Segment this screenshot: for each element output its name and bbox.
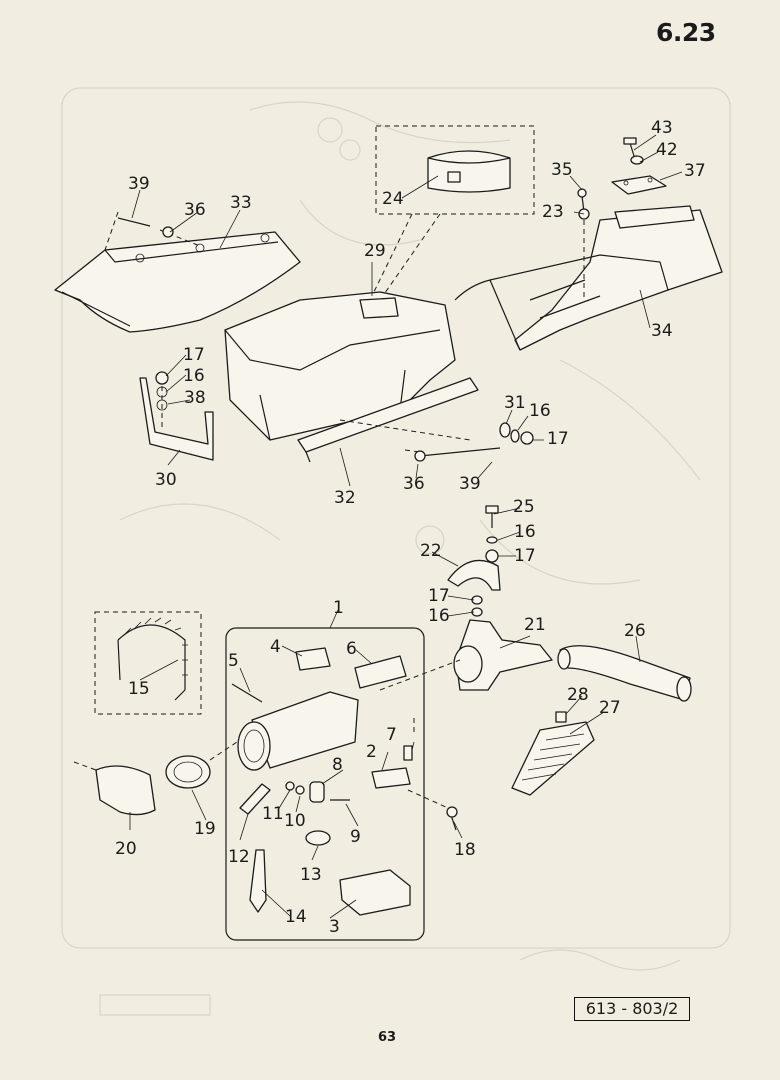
callout-23: 23 [542,202,564,222]
callout-4: 4 [270,637,281,657]
callout-35: 35 [551,160,573,180]
callout-14: 14 [285,907,307,927]
callout-39-top: 39 [128,174,150,194]
callout-labels: 1 2 3 4 5 6 7 8 9 10 11 12 13 14 15 16 1… [115,118,706,937]
callout-25: 25 [513,497,535,517]
callout-31: 31 [504,393,526,413]
callout-3: 3 [329,917,340,937]
callout-43: 43 [651,118,673,138]
callout-19: 19 [194,819,216,839]
centre-console-29 [224,291,456,441]
callout-42: 42 [656,140,678,160]
callout-13: 13 [300,865,322,885]
callout-27: 27 [599,698,621,718]
callout-29: 29 [364,241,386,261]
callout-32: 32 [334,488,356,508]
callout-20: 20 [115,839,137,859]
callout-9: 9 [350,827,361,847]
spring-15-box [94,611,202,715]
inlet-19-20 [73,739,241,816]
reference-code-box: 613 - 803/2 [574,997,690,1021]
section-number: 6.23 [656,18,716,47]
bleed-through-background [61,87,731,1016]
callout-18: 18 [454,840,476,860]
callout-15: 15 [128,679,150,699]
callout-16-bracket: 16 [183,366,205,386]
tunnel-console-34 [454,205,723,351]
callout-16-clamp: 16 [514,522,536,542]
callout-17-duct: 17 [428,586,450,606]
callout-8: 8 [332,755,343,775]
callout-28: 28 [567,685,589,705]
callout-17-clamp: 17 [514,546,536,566]
callout-39-bottom: 39 [459,474,481,494]
callout-11: 11 [262,804,284,824]
bracket-30 [139,371,214,461]
fasteners-31-16-17 [414,422,534,462]
callout-26: 26 [624,621,646,641]
callout-6: 6 [346,639,357,659]
callout-22: 22 [420,541,442,561]
callout-1: 1 [333,598,344,618]
callout-36-bottom: 36 [403,474,425,494]
callout-16-duct: 16 [428,606,450,626]
callout-21: 21 [524,615,546,635]
grille-27 [511,711,595,796]
callout-33: 33 [230,193,252,213]
callout-2: 2 [366,742,377,762]
clamp-22 [447,505,501,617]
callout-17-bracket: 17 [183,345,205,365]
callout-17-right: 17 [547,429,569,449]
fasteners-35-23-37-42-43 [577,137,667,300]
heater-assembly-box-1 [225,627,425,941]
callout-36-top: 36 [184,200,206,220]
callout-38: 38 [184,388,206,408]
duct-21 [379,619,553,735]
front-panel-33 [54,211,301,333]
pipe-26 [557,645,692,702]
callout-30: 30 [155,470,177,490]
callout-12: 12 [228,847,250,867]
detail-box-24 [369,125,535,301]
callout-10: 10 [284,811,306,831]
screw-18 [407,789,458,831]
callout-24: 24 [382,189,404,209]
callout-34: 34 [651,321,673,341]
callout-7: 7 [386,725,397,745]
callout-16-right: 16 [529,401,551,421]
page-number: 63 [378,1030,397,1045]
callout-37: 37 [684,161,706,181]
callout-5: 5 [228,651,239,671]
leader-lines [129,134,683,919]
